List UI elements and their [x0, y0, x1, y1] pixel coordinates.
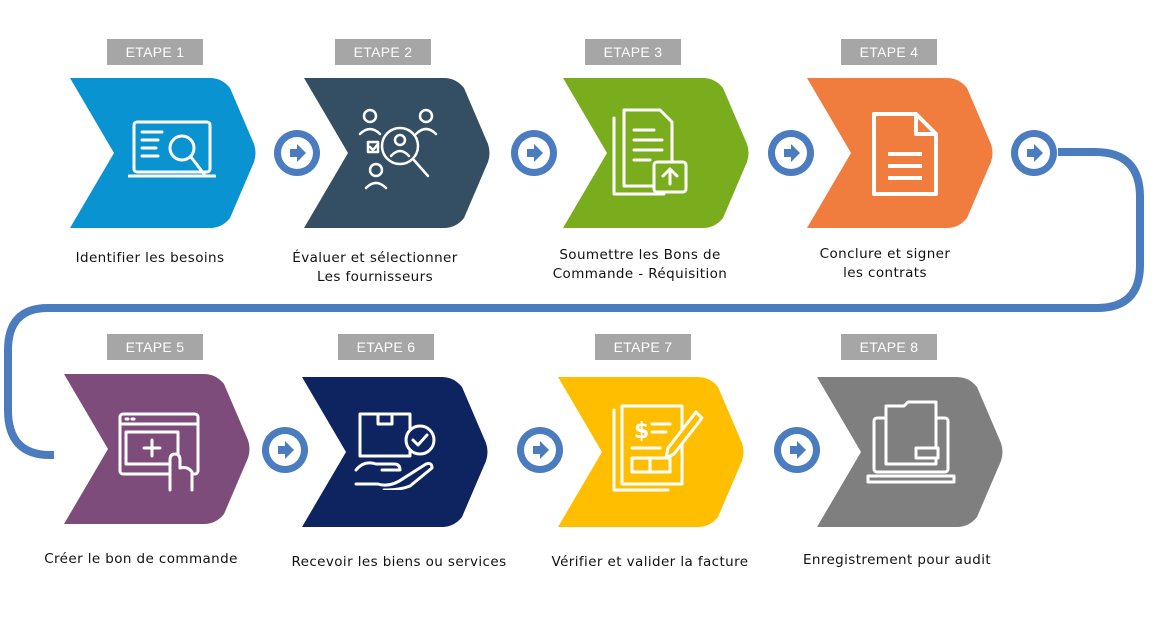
step-1-caption: Identifier les besoins — [60, 249, 240, 268]
step-7-label: ETAPE 7 — [595, 334, 691, 360]
people-search-icon — [358, 108, 438, 190]
step-3-caption-line-1: Soumettre les Bons de — [559, 247, 721, 263]
step-4-caption-line-2: les contrats — [843, 265, 927, 281]
step-4-label: ETAPE 4 — [841, 39, 937, 65]
laptop-folder-icon — [866, 400, 956, 484]
step-1-chevron — [70, 78, 256, 228]
step-6-caption-line-1: Recevoir les biens ou services — [291, 554, 507, 570]
package-hand-icon — [354, 412, 436, 490]
step-2-caption: Évaluer et sélectionner Les fournisseurs — [285, 249, 465, 287]
step-8-caption: Enregistrement pour audit — [786, 551, 1008, 570]
step-6-label: ETAPE 6 — [338, 334, 434, 360]
step-3-caption-line-2: Commande - Réquisition — [552, 266, 728, 282]
invoice-pen-icon: $ — [612, 404, 704, 492]
step-8-label: ETAPE 8 — [841, 334, 937, 360]
step-1-caption-line-1: Identifier les besoins — [75, 250, 225, 266]
arrow-1-to-2 — [274, 130, 320, 176]
svg-text:$: $ — [634, 419, 649, 444]
step-1-label: ETAPE 1 — [107, 39, 203, 65]
step-4-caption: Conclure et signer les contrats — [795, 245, 975, 283]
arrow-5-to-6 — [262, 427, 308, 473]
step-7-caption-line-1: Vérifier et valider la facture — [551, 554, 749, 570]
step-5-label: ETAPE 5 — [107, 334, 203, 360]
arrow-right-icon — [784, 144, 800, 162]
arrow-right-icon — [527, 144, 543, 162]
step-3-label: ETAPE 3 — [585, 39, 681, 65]
arrow-right-icon — [533, 441, 549, 459]
arrow-7-to-8 — [774, 427, 820, 473]
arrow-2-to-3 — [511, 130, 557, 176]
arrow-right-icon — [290, 144, 306, 162]
document-upload-icon — [612, 108, 688, 196]
step-6-caption: Recevoir les biens ou services — [278, 553, 520, 572]
arrow-right-icon — [278, 441, 294, 459]
step-2-label: ETAPE 2 — [335, 39, 431, 65]
step-3-chevron — [563, 78, 749, 228]
step-4-caption-line-1: Conclure et signer — [819, 246, 951, 262]
step-7-caption: Vérifier et valider la facture — [536, 553, 764, 572]
step-8-caption-line-1: Enregistrement pour audit — [802, 552, 992, 568]
step-3-caption: Soumettre les Bons de Commande - Réquisi… — [540, 246, 740, 284]
step-6-chevron — [302, 377, 488, 527]
arrow-right-icon — [790, 441, 806, 459]
arrow-6-to-7 — [517, 427, 563, 473]
laptop-search-icon — [128, 120, 216, 178]
step-2-caption-line-1: Évaluer et sélectionner — [292, 250, 458, 266]
document-icon — [872, 112, 938, 196]
arrow-4-to-5 — [1011, 130, 1057, 176]
step-5-caption-line-1: Créer le bon de commande — [44, 551, 238, 567]
arrow-right-icon — [1027, 144, 1043, 162]
browser-add-icon — [118, 412, 200, 492]
step-2-caption-line-2: Les fournisseurs — [316, 269, 433, 285]
step-5-caption: Créer le bon de commande — [30, 550, 252, 569]
arrow-3-to-4 — [768, 130, 814, 176]
